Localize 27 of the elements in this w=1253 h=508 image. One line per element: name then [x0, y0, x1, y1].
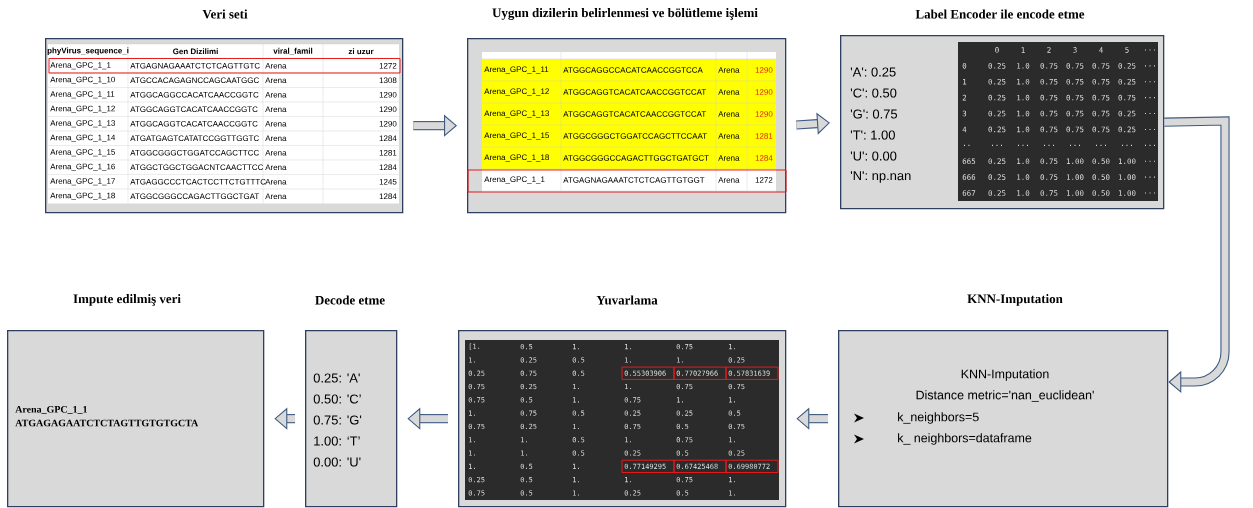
- panel-text: k_neighbors=5: [898, 412, 979, 424]
- panel-title: Yuvarlama: [596, 295, 658, 305]
- panel-text: 'U': 0.00: [850, 151, 897, 161]
- panel-text: 0.25: 'A': [313, 373, 360, 383]
- panel-text: 'T': 1.00: [850, 130, 895, 140]
- block-arrow: [413, 114, 457, 137]
- panel-text: 0.50: 'C’: [313, 394, 361, 404]
- panel-text: 'C': 0.50: [850, 88, 897, 98]
- block-arrow: [1164, 116, 1230, 394]
- panel-text: Arena_GPC_1_1: [15, 406, 87, 414]
- panel-text: 1.00: ‘T’: [314, 436, 360, 446]
- panel-text: KNN-Imputation: [961, 369, 1049, 381]
- panel-title: Uygun dizilerin belirlenmesi ve bölütleme işlemi: [492, 8, 758, 20]
- panel-text: 0.00: 'U': [313, 457, 361, 467]
- panel-text: Distance metric='nan_euclidean': [916, 390, 1094, 402]
- panel-title: KNN-Imputation: [967, 294, 1063, 306]
- panel-text: k_ neighbors=dataframe: [898, 433, 1032, 445]
- panel-title: Decode etme: [315, 295, 385, 305]
- panel-text: 'N': np.nan: [850, 171, 911, 183]
- panel-text: 'G': 0.75: [850, 109, 898, 119]
- panel-title: Label Encoder ile encode etme: [915, 9, 1085, 19]
- panel-text: 'A': 0.25: [850, 67, 896, 77]
- block-arrow: [796, 112, 830, 135]
- panel-title: Impute edilmiş veri: [73, 294, 181, 306]
- panel-text: ATGAGAGAATCTCTAGTTGTGTGCTA: [15, 419, 199, 427]
- panel-text: 0.75: 'G': [313, 415, 362, 425]
- panel-title: Veri seti: [202, 9, 248, 19]
